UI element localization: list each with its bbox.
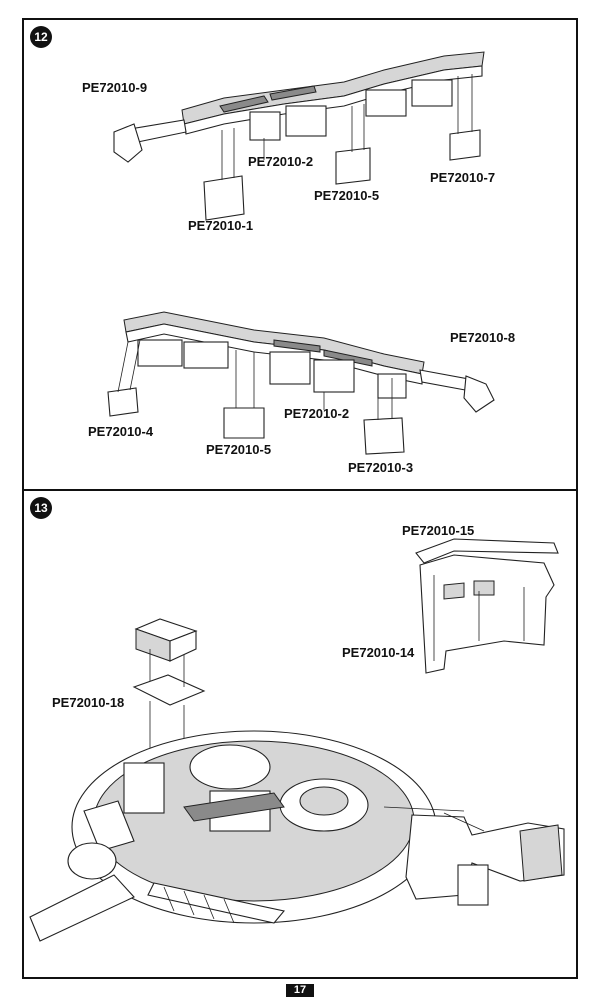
label-pe72010-8: PE72010-8	[450, 330, 515, 345]
label-pe72010-9: PE72010-9	[82, 80, 147, 95]
label-pe72010-3: PE72010-3	[348, 460, 413, 475]
part-pe72010-5a	[335, 147, 371, 185]
label-pe72010-5-upper: PE72010-5	[314, 188, 379, 203]
part-pe72010-7	[449, 129, 481, 161]
label-pe72010-14: PE72010-14	[342, 645, 415, 660]
label-pe72010-2-upper: PE72010-2	[248, 154, 313, 169]
lower-fender-assembly	[107, 311, 495, 455]
part-pe72010-4	[107, 387, 139, 417]
part-pe72010-18	[132, 674, 206, 706]
part-pe72010-5b	[223, 407, 265, 439]
part-pe72010-1	[203, 175, 245, 221]
label-pe72010-18: PE72010-18	[52, 695, 124, 710]
step-number-13: 13	[30, 497, 52, 519]
step-13-panel: 13	[22, 489, 578, 979]
rear-stowage-basket	[383, 806, 565, 906]
upper-fender-assembly	[113, 51, 485, 221]
basket-frame-parts	[415, 538, 559, 674]
label-pe72010-1: PE72010-1	[188, 218, 253, 233]
step-13-illustration: PE72010-15 PE72010-14 PE72010-18	[29, 523, 565, 942]
step-number-12: 12	[30, 26, 52, 48]
page-number: 17	[286, 984, 314, 997]
storage-box-parts	[132, 618, 206, 821]
label-pe72010-5-lower: PE72010-5	[206, 442, 271, 457]
step-12-illustration: PE72010-9 PE72010-2 PE72010-7 PE72010-5 …	[82, 51, 515, 475]
part-pe72010-3	[363, 417, 405, 455]
step-12-panel: 12	[22, 18, 578, 491]
label-pe72010-4: PE72010-4	[88, 424, 154, 439]
label-pe72010-15: PE72010-15	[402, 523, 474, 538]
label-pe72010-7: PE72010-7	[430, 170, 495, 185]
label-pe72010-2-lower: PE72010-2	[284, 406, 349, 421]
turret-assembly	[29, 730, 437, 942]
